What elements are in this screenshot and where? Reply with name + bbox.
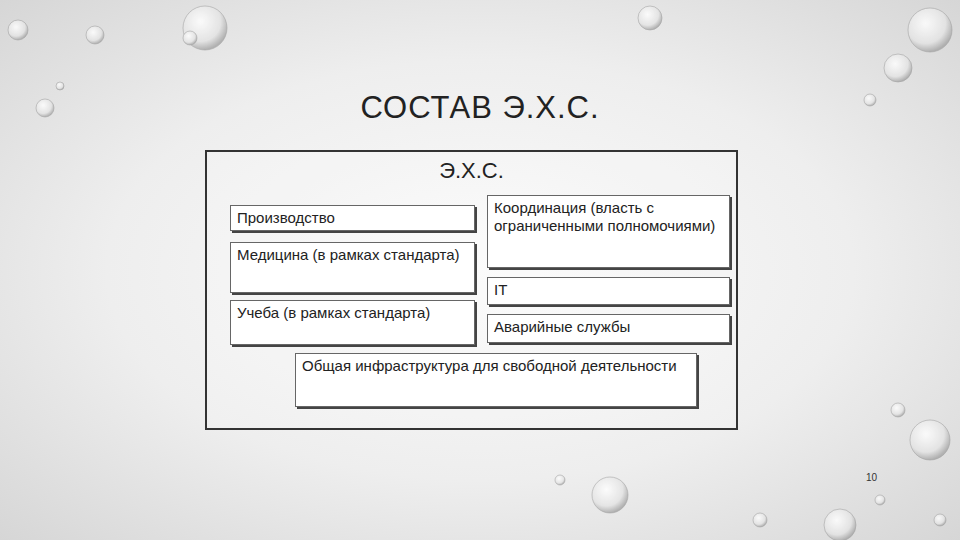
slide-title: СОСТАВ Э.Х.С. bbox=[0, 90, 960, 126]
box-label: Медицина (в рамках стандарта) bbox=[237, 246, 468, 264]
box-label: Координация (власть с ограниченными полн… bbox=[494, 199, 723, 235]
box-label: Производство bbox=[237, 209, 468, 227]
component-box: Производство bbox=[230, 205, 475, 231]
group-heading: Э.Х.С. bbox=[207, 152, 736, 184]
component-box: Общая инфраструктура для свободной деяте… bbox=[295, 353, 697, 407]
page-number: 10 bbox=[866, 472, 877, 483]
box-label: Учеба (в рамках стандарта) bbox=[237, 304, 468, 322]
group-box: Э.Х.С. ПроизводствоМедицина (в рамках ста… bbox=[205, 150, 738, 430]
component-box: Аварийные службы bbox=[487, 314, 730, 343]
component-box: Учеба (в рамках стандарта) bbox=[230, 300, 475, 345]
box-label: Аварийные службы bbox=[494, 318, 723, 336]
component-box: IT bbox=[487, 277, 730, 305]
component-box: Координация (власть с ограниченными полн… bbox=[487, 195, 730, 268]
box-label: IT bbox=[494, 281, 723, 299]
box-label: Общая инфраструктура для свободной деяте… bbox=[302, 357, 690, 375]
component-box: Медицина (в рамках стандарта) bbox=[230, 242, 475, 293]
